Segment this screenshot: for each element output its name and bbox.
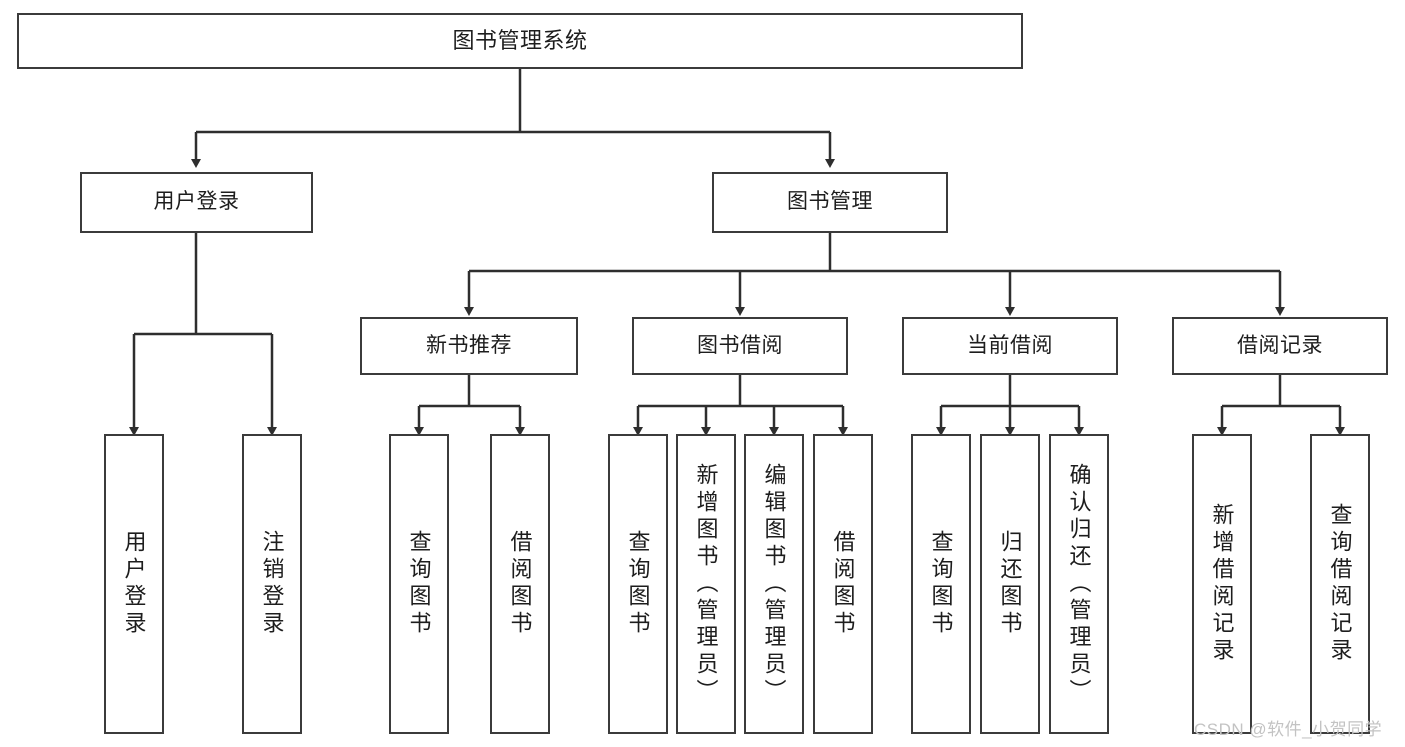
leaf-borrow-borrow-book[interactable]: 借阅图书 bbox=[813, 434, 873, 734]
node-label: 查询图书 bbox=[625, 530, 651, 638]
node-label: 借阅记录 bbox=[1237, 333, 1323, 357]
node-label: 借阅图书 bbox=[830, 530, 856, 638]
node-label: 当前借阅 bbox=[967, 333, 1053, 357]
node-label: 新书推荐 bbox=[426, 333, 512, 357]
node-current-borrow[interactable]: 当前借阅 bbox=[902, 317, 1118, 375]
leaf-logout[interactable]: 注销登录 bbox=[242, 434, 302, 734]
node-label: 查询图书 bbox=[928, 530, 954, 638]
node-label: 图书管理 bbox=[787, 190, 873, 214]
leaf-record-add-borrow-record[interactable]: 新增借阅记录 bbox=[1192, 434, 1252, 734]
csdn-watermark: CSDN @软件_小贺同学 bbox=[1194, 720, 1383, 739]
leaf-user-login[interactable]: 用户登录 bbox=[104, 434, 164, 734]
leaf-recommend-borrow-book[interactable]: 借阅图书 bbox=[490, 434, 550, 734]
node-borrow-record[interactable]: 借阅记录 bbox=[1172, 317, 1388, 375]
leaf-borrow-edit-book-admin[interactable]: 编辑图书（管理员） bbox=[744, 434, 804, 734]
leaf-borrow-query-book[interactable]: 查询图书 bbox=[608, 434, 668, 734]
leaf-current-confirm-return-admin[interactable]: 确认归还（管理员） bbox=[1049, 434, 1109, 734]
node-book-management[interactable]: 图书管理 bbox=[712, 172, 948, 233]
node-user-login[interactable]: 用户登录 bbox=[80, 172, 313, 233]
node-label: 查询图书 bbox=[406, 530, 432, 638]
node-label: 图书管理系统 bbox=[452, 28, 588, 54]
leaf-recommend-query-book[interactable]: 查询图书 bbox=[389, 434, 449, 734]
leaf-borrow-add-book-admin[interactable]: 新增图书（管理员） bbox=[676, 434, 736, 734]
node-label: 用户登录 bbox=[153, 190, 240, 214]
node-book-borrow[interactable]: 图书借阅 bbox=[632, 317, 848, 375]
node-new-book-recommend[interactable]: 新书推荐 bbox=[360, 317, 578, 375]
leaf-record-query-borrow-record[interactable]: 查询借阅记录 bbox=[1310, 434, 1370, 734]
node-label: 归还图书 bbox=[997, 530, 1023, 638]
node-label: 查询借阅记录 bbox=[1327, 503, 1353, 665]
node-label: 确认归还（管理员） bbox=[1066, 462, 1092, 706]
node-label: 图书借阅 bbox=[697, 333, 783, 357]
node-label: 用户登录 bbox=[121, 530, 147, 638]
leaf-current-return-book[interactable]: 归还图书 bbox=[980, 434, 1040, 734]
node-label: 注销登录 bbox=[259, 530, 285, 638]
node-root-library-system[interactable]: 图书管理系统 bbox=[17, 13, 1023, 69]
node-label: 借阅图书 bbox=[507, 530, 533, 638]
node-label: 编辑图书（管理员） bbox=[761, 462, 787, 706]
node-label: 新增图书（管理员） bbox=[693, 462, 719, 706]
leaf-current-query-book[interactable]: 查询图书 bbox=[911, 434, 971, 734]
node-label: 新增借阅记录 bbox=[1209, 503, 1235, 665]
